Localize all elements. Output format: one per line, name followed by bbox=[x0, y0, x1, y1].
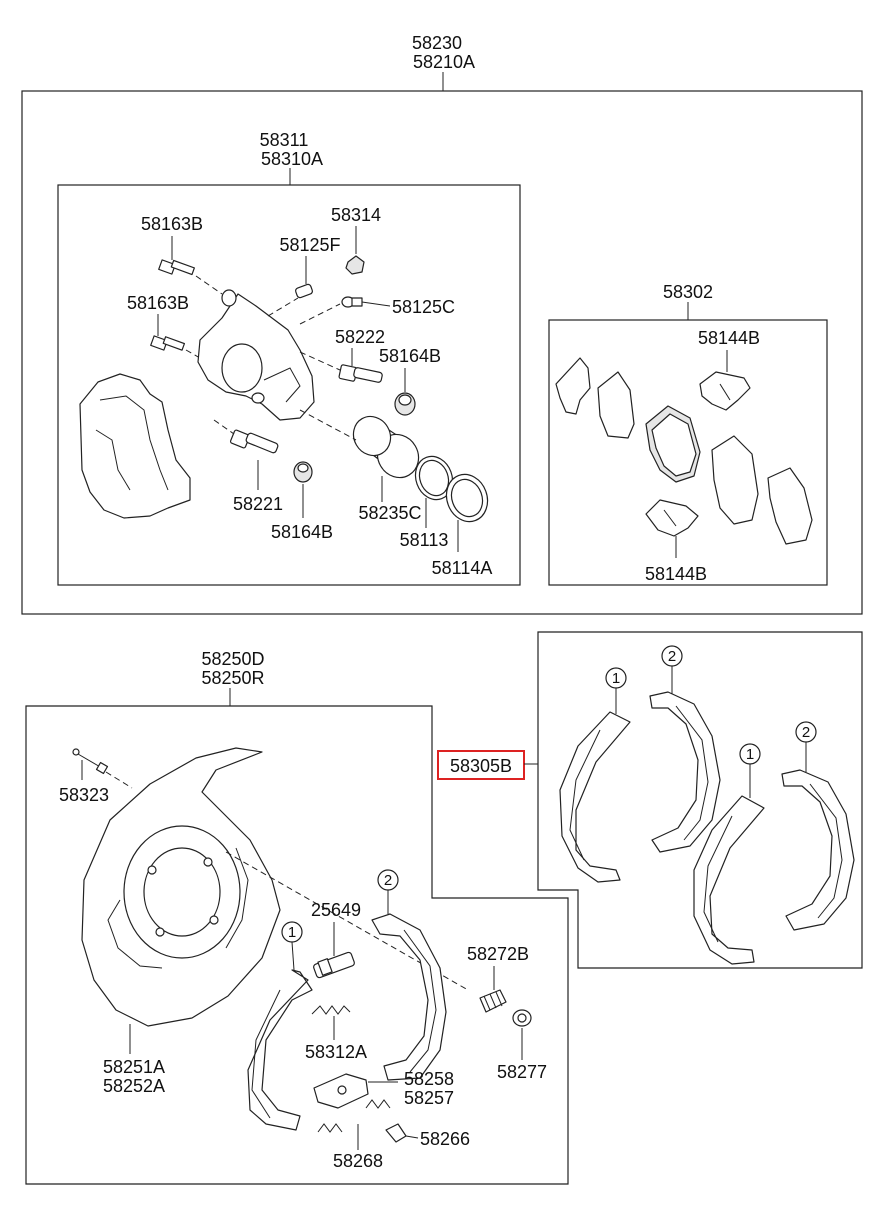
highlight-58305b bbox=[437, 750, 525, 780]
pad-shim-2 bbox=[597, 371, 635, 439]
dash-piston bbox=[299, 409, 357, 441]
spring-58268 bbox=[317, 1099, 391, 1133]
label-58163b-upper: 58163B bbox=[141, 214, 203, 234]
label-58235c: 58235C bbox=[358, 503, 421, 523]
label-58125f: 58125F bbox=[279, 235, 340, 255]
shoe-1-right bbox=[693, 795, 765, 965]
parking-shoe-frame bbox=[537, 631, 863, 969]
cap-58314 bbox=[345, 255, 365, 275]
marker-2-backing-text: 2 bbox=[384, 872, 392, 889]
spring-58312a bbox=[311, 1005, 351, 1015]
adjuster-25649 bbox=[313, 951, 355, 979]
label-58210a: 58210A bbox=[413, 52, 475, 72]
guide-pin-58221 bbox=[229, 429, 279, 454]
caliper-ear bbox=[221, 289, 237, 307]
label-58222: 58222 bbox=[335, 327, 385, 347]
label-25649: 25649 bbox=[311, 900, 361, 920]
brake-pad-outer bbox=[711, 435, 759, 525]
pad-clip-lower bbox=[645, 499, 699, 537]
bolt-58163b-upper bbox=[158, 259, 195, 276]
label-58310a: 58310A bbox=[261, 149, 323, 169]
shoe-2-right bbox=[781, 769, 855, 931]
label-58305b: 58305B bbox=[450, 756, 512, 776]
caliper-body-frame bbox=[57, 184, 521, 586]
caliper-bore bbox=[221, 343, 263, 393]
dash-58323 bbox=[105, 771, 133, 789]
label-58163b-lower: 58163B bbox=[127, 293, 189, 313]
label-58164b-lower: 58164B bbox=[271, 522, 333, 542]
label-58268: 58268 bbox=[333, 1151, 383, 1171]
caliper-port bbox=[251, 392, 265, 404]
dash-58125f bbox=[267, 297, 299, 317]
bracket-detail-2 bbox=[95, 429, 131, 491]
piston-58235c bbox=[352, 415, 420, 479]
label-58311: 58311 bbox=[260, 130, 309, 150]
label-58266: 58266 bbox=[420, 1129, 470, 1149]
marker-2-shoe-left-text: 2 bbox=[668, 648, 676, 665]
caliper-detail bbox=[263, 367, 301, 403]
parking-shoe-rear-left bbox=[247, 969, 313, 1131]
shoe-1-left bbox=[559, 711, 631, 883]
bolt-58323 bbox=[72, 748, 109, 775]
label-58250d: 58250D bbox=[201, 649, 264, 669]
dash-58163b-upper bbox=[195, 275, 223, 295]
label-58113: 58113 bbox=[400, 530, 449, 550]
label-58252a: 58252A bbox=[103, 1076, 165, 1096]
backing-plate-58251a bbox=[81, 747, 281, 1027]
label-58144b-lower: 58144B bbox=[645, 564, 707, 584]
strut-58258 bbox=[313, 1073, 369, 1109]
spring-58272b bbox=[479, 989, 507, 1013]
dash-58222 bbox=[299, 351, 341, 371]
label-58272b: 58272B bbox=[467, 944, 529, 964]
dash-58163b-lower bbox=[185, 349, 201, 359]
label-58144b-upper: 58144B bbox=[698, 328, 760, 348]
label-58323: 58323 bbox=[59, 785, 109, 805]
label-58251a: 58251A bbox=[103, 1057, 165, 1077]
label-58250r: 58250R bbox=[201, 668, 264, 688]
pad-shim-3 bbox=[767, 467, 813, 545]
label-58164b-upper: 58164B bbox=[379, 346, 441, 366]
label-58312a: 58312A bbox=[305, 1042, 367, 1062]
leader-58266 bbox=[405, 1135, 419, 1139]
dash-58125c bbox=[299, 303, 341, 325]
parking-shoe-rear-right bbox=[371, 913, 447, 1081]
pin-58125c bbox=[341, 296, 363, 308]
label-58221: 58221 bbox=[233, 494, 283, 514]
bleeder-58125f bbox=[295, 283, 313, 299]
label-58314: 58314 bbox=[331, 205, 381, 225]
bolt-58163b-lower bbox=[150, 335, 186, 351]
pad-clip-upper bbox=[699, 371, 751, 411]
leader-58125c bbox=[361, 301, 391, 307]
label-58114a: 58114A bbox=[432, 558, 493, 578]
label-58258: 58258 bbox=[404, 1069, 454, 1089]
label-58257: 58257 bbox=[404, 1088, 454, 1108]
pad-shim-1 bbox=[555, 357, 591, 415]
boot-58164b-lower bbox=[293, 461, 313, 483]
dash-58221 bbox=[213, 419, 235, 435]
shoe-2-left bbox=[649, 691, 721, 853]
guide-pin-58222 bbox=[338, 364, 383, 383]
washer-58277 bbox=[512, 1009, 532, 1027]
bracket-detail bbox=[99, 395, 169, 491]
marker-1-shoe-left-text: 1 bbox=[612, 670, 620, 687]
boot-58164b-upper bbox=[394, 392, 416, 416]
boot-58114a bbox=[445, 473, 489, 523]
backing-plate-frame bbox=[25, 705, 569, 1185]
marker-1-backing-leader bbox=[291, 941, 295, 971]
label-58125c: 58125C bbox=[392, 297, 455, 317]
clip-58266 bbox=[385, 1123, 407, 1143]
marker-2-shoe-right-text: 2 bbox=[802, 724, 810, 741]
seal-58113 bbox=[414, 455, 454, 501]
caliper-assembly-frame bbox=[21, 90, 863, 615]
marker-1-backing-text: 1 bbox=[288, 924, 296, 941]
label-58277: 58277 bbox=[497, 1062, 547, 1082]
label-58302: 58302 bbox=[663, 282, 713, 302]
marker-1-shoe-right-text: 1 bbox=[746, 746, 754, 763]
label-58230: 58230 bbox=[412, 33, 462, 53]
caliper-bracket bbox=[79, 373, 191, 519]
brake-pad-inner bbox=[645, 405, 701, 483]
